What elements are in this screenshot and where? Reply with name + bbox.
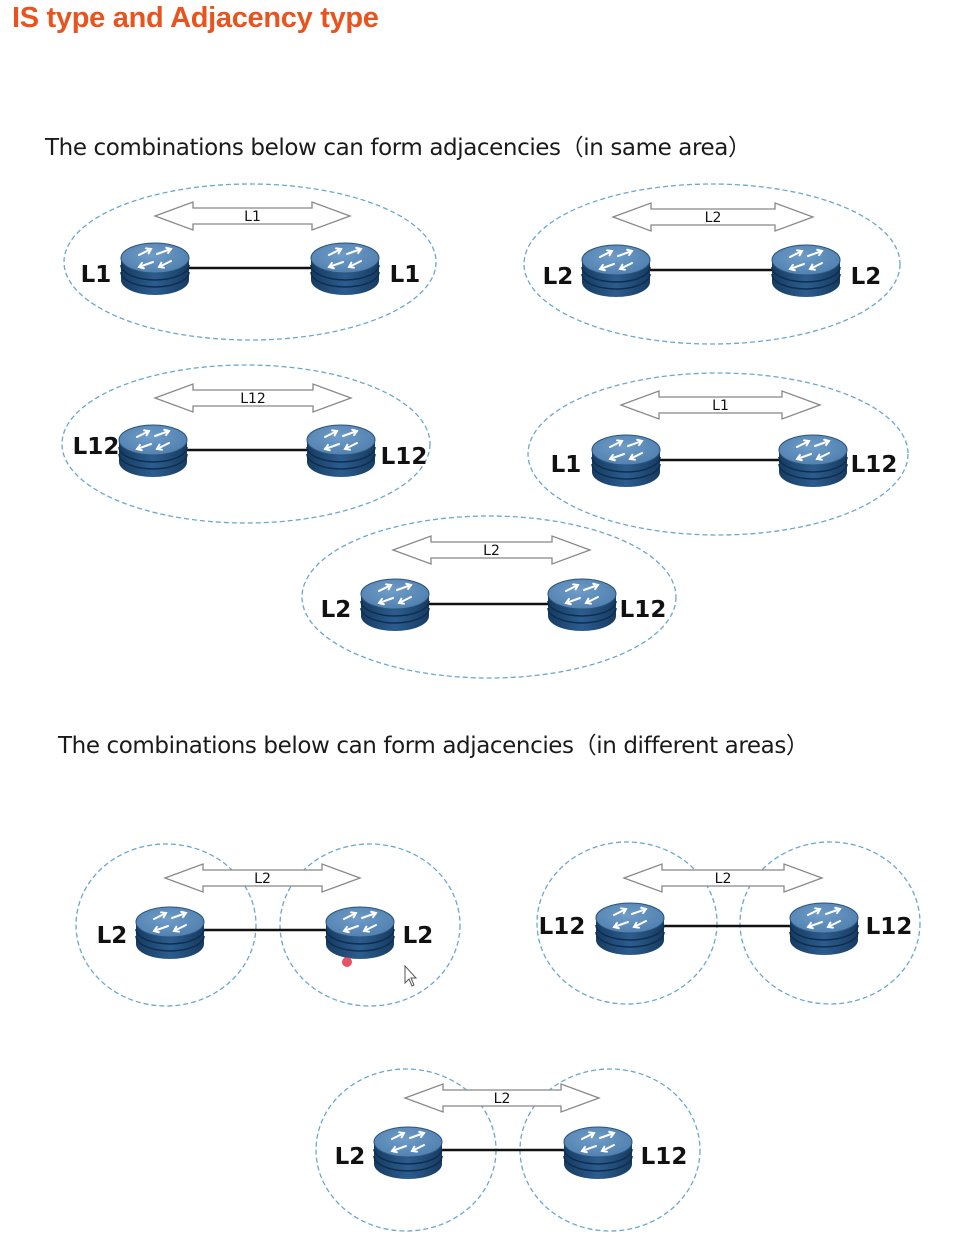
area-boundary bbox=[536, 841, 718, 1005]
router-icon bbox=[595, 902, 665, 955]
router-icon bbox=[771, 244, 841, 297]
right-router-type: L12 bbox=[866, 914, 913, 940]
area-boundary bbox=[279, 843, 461, 1007]
right-router-type: L2 bbox=[851, 264, 882, 290]
adjacency-arrow bbox=[622, 863, 824, 893]
adjacency-label: L2 bbox=[483, 543, 500, 559]
right-router-type: L1 bbox=[390, 262, 421, 288]
adjacency-arrow bbox=[153, 201, 352, 231]
left-router-type: L1 bbox=[81, 262, 112, 288]
router-icon bbox=[325, 906, 395, 959]
router-icon bbox=[563, 1126, 633, 1179]
right-router-type: L12 bbox=[381, 444, 428, 470]
left-router-type: L12 bbox=[73, 434, 120, 460]
mouse-cursor-icon bbox=[404, 964, 418, 987]
router-icon bbox=[118, 424, 188, 477]
different-area-heading: The combinations below can form adjacenc… bbox=[58, 733, 809, 759]
area-boundary bbox=[523, 183, 901, 345]
page-title: IS type and Adjacency type bbox=[12, 2, 379, 34]
left-router-type: L2 bbox=[321, 597, 352, 623]
adjacency-label: L12 bbox=[240, 391, 266, 407]
router-icon bbox=[778, 434, 848, 487]
adjacency-arrow bbox=[163, 863, 362, 893]
area-boundary bbox=[301, 515, 677, 679]
adjacency-label: L2 bbox=[715, 871, 732, 887]
left-router-type: L2 bbox=[335, 1144, 366, 1170]
router-icon bbox=[373, 1126, 443, 1179]
adjacency-label: L2 bbox=[705, 210, 722, 226]
adjacency-label: L2 bbox=[254, 871, 271, 887]
click-marker bbox=[342, 957, 352, 967]
router-icon bbox=[591, 434, 661, 487]
adjacency-arrow bbox=[153, 383, 353, 413]
router-icon bbox=[581, 244, 651, 297]
area-boundary bbox=[63, 183, 437, 341]
router-icon bbox=[789, 902, 859, 955]
router-icon bbox=[306, 424, 376, 477]
same-area-heading: The combinations below can form adjacenc… bbox=[45, 135, 751, 161]
left-router-type: L2 bbox=[97, 923, 128, 949]
adjacency-label: L1 bbox=[712, 398, 729, 414]
adjacency-label: L1 bbox=[244, 209, 261, 225]
right-router-type: L12 bbox=[641, 1144, 688, 1170]
router-icon bbox=[135, 906, 205, 959]
adjacency-arrow bbox=[611, 202, 815, 232]
area-boundary bbox=[739, 841, 921, 1005]
adjacency-arrow bbox=[619, 390, 822, 420]
adjacency-arrow bbox=[391, 535, 592, 565]
left-router-type: L2 bbox=[543, 264, 574, 290]
router-icon bbox=[120, 242, 190, 295]
adjacency-arrow bbox=[403, 1083, 601, 1113]
area-boundary bbox=[61, 364, 431, 524]
adjacency-label: L2 bbox=[494, 1091, 511, 1107]
left-router-type: L12 bbox=[539, 914, 586, 940]
area-boundary bbox=[527, 372, 909, 536]
router-icon bbox=[547, 578, 617, 631]
right-router-type: L2 bbox=[403, 923, 434, 949]
router-icon bbox=[310, 242, 380, 295]
router-icon bbox=[360, 578, 430, 631]
area-boundary bbox=[75, 843, 257, 1007]
right-router-type: L12 bbox=[851, 452, 898, 478]
right-router-type: L12 bbox=[620, 597, 667, 623]
left-router-type: L1 bbox=[551, 452, 582, 478]
